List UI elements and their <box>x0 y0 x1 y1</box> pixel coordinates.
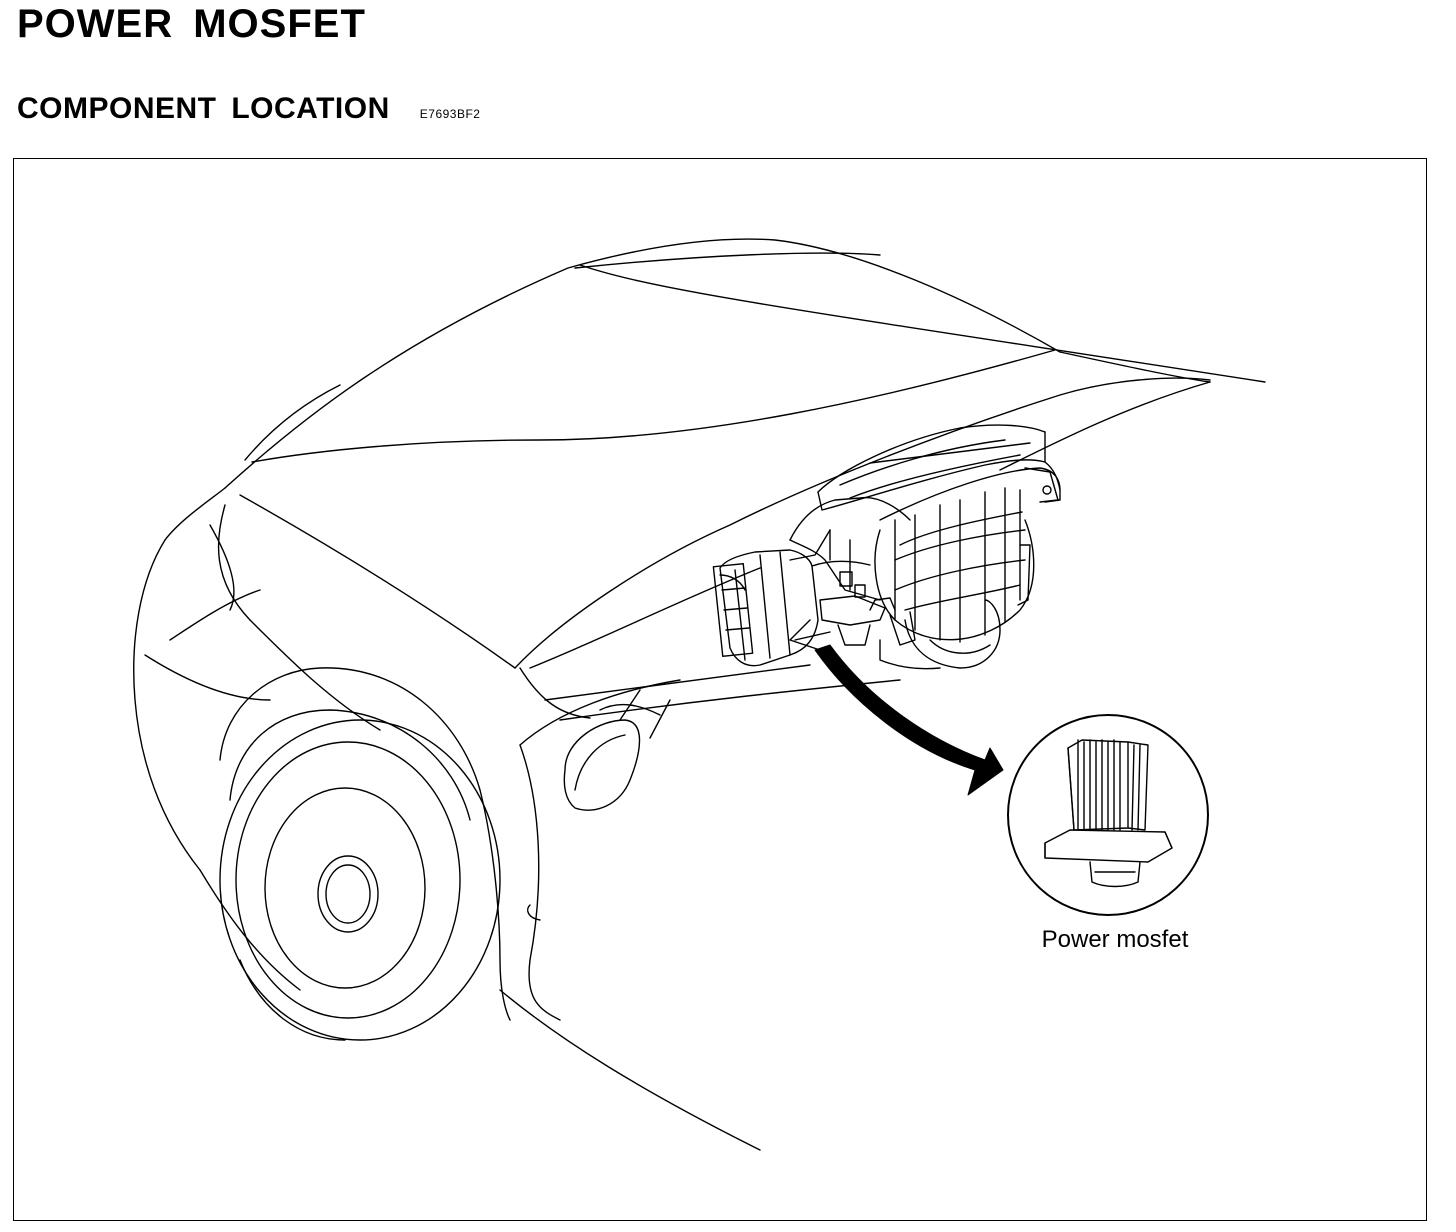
figure-frame <box>13 158 1427 1221</box>
callout-arrow <box>814 644 1004 796</box>
car-body <box>133 238 1266 1151</box>
blower-unit-assembly <box>712 424 1061 670</box>
front-wheel <box>219 719 501 1041</box>
section-title: COMPONENT LOCATION <box>17 92 390 125</box>
page-title: POWER MOSFET <box>17 2 366 46</box>
section-header: COMPONENT LOCATION E7693BF2 <box>17 92 480 126</box>
section-code: E7693BF2 <box>419 107 481 121</box>
power-mosfet-label: Power mosfet <box>1041 926 1189 953</box>
power-mosfet-callout <box>1007 714 1209 916</box>
